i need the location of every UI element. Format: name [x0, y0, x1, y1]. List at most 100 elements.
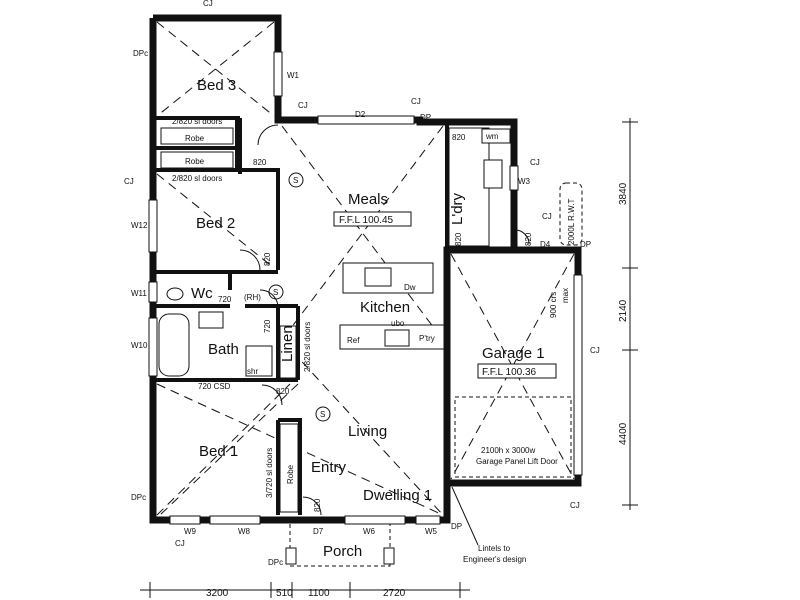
door-width-720: 720 [218, 295, 232, 304]
rh-note: (RH) [244, 293, 261, 302]
tag-w10: W10 [131, 341, 148, 350]
sl-doors-note: 2/820 sl doors [303, 322, 312, 372]
door-width-820: 820 [313, 498, 322, 512]
dim-right: 2140 [618, 299, 629, 322]
door-width-820: 820 [276, 387, 290, 396]
ubo-label: ubo [391, 319, 405, 328]
smoke-detector-icon [288, 172, 304, 188]
washing-machine [481, 128, 511, 144]
door-width-820: 820 [524, 232, 533, 246]
tag-dp: DP [580, 240, 591, 249]
window-w10 [148, 317, 158, 377]
crs-label: 900 crs [549, 292, 558, 318]
dishwasher-label: Dw [404, 283, 416, 292]
windows [148, 51, 583, 525]
garage-side-wall-marks [573, 274, 583, 476]
laundry-tub [483, 159, 503, 189]
garage-ffl-box [477, 363, 557, 379]
tag-dp: DP [451, 522, 462, 531]
porch-outline [289, 524, 391, 567]
tag-cj: CJ [175, 539, 185, 548]
laundry-floor [448, 127, 490, 247]
tag-cj: CJ [298, 101, 308, 110]
tag-w5: W5 [425, 527, 438, 536]
sl-doors-note: 2/820 sl doors [172, 174, 222, 183]
tag-dpc: DPc [133, 49, 148, 58]
room-porch: Porch [323, 543, 362, 560]
csd-note: 720 CSD [198, 382, 231, 391]
robe-label: Robe [286, 464, 295, 484]
tag-w12: W12 [131, 221, 148, 230]
tag-dpc: DPc [131, 493, 146, 502]
kitchen-sink [364, 267, 392, 287]
room-living: Living [348, 423, 387, 440]
linen-cupboard [279, 325, 297, 379]
door-width-820: 820 [253, 158, 267, 167]
room-wc: Wc [191, 285, 213, 302]
window-w9 [169, 515, 201, 525]
lintels-note: Lintels to [478, 544, 511, 553]
door-width-820: 820 [263, 252, 272, 266]
dimension-lines: 3200 510 1100 2720 3840 2140 4400 [140, 118, 638, 599]
tag-cj: CJ [530, 158, 540, 167]
window-w8 [209, 515, 261, 525]
max-label: max [561, 288, 570, 303]
toilet [166, 287, 184, 301]
tag-w9: W9 [184, 527, 197, 536]
tag-cj: CJ [542, 212, 552, 221]
dim-bottom: 3200 [206, 588, 229, 599]
meals-ffl-box [333, 211, 412, 227]
tag-w3: W3 [518, 177, 531, 186]
smoke-detectors: S S S [268, 172, 331, 422]
sl-doors-note: 2/820 sl doors [172, 117, 222, 126]
door-width-820: 820 [452, 133, 466, 142]
room-linen: Linen [279, 325, 296, 362]
dim-bottom: 2720 [383, 588, 406, 599]
tag-d7: D7 [313, 527, 324, 536]
garage-door-type: Garage Panel Lift Door [476, 457, 558, 466]
tag-dpc: DPc [268, 558, 283, 567]
tag-w1: W1 [287, 71, 300, 80]
shower-label: shr [247, 367, 258, 376]
cooktop [384, 329, 410, 347]
robe-label: Robe [185, 157, 205, 166]
room-laundry: L'dry [449, 192, 466, 225]
rainwater-tank [559, 182, 583, 246]
shower [245, 345, 273, 377]
robe-bed3 [160, 127, 234, 145]
room-kitchen: Kitchen [360, 299, 410, 316]
tag-d4: D4 [540, 240, 551, 249]
dim-right: 4400 [618, 422, 629, 445]
tag-w8: W8 [238, 527, 251, 536]
tag-dp: DP [420, 113, 431, 122]
window-d2 [317, 115, 415, 125]
pantry-label: P'try [419, 334, 435, 343]
room-dwelling: Dwelling 1 [363, 487, 432, 504]
porch-post-left [285, 547, 297, 565]
tag-cj: CJ [124, 177, 134, 186]
room-bath: Bath [208, 341, 239, 358]
bathtub [158, 313, 190, 377]
vanity [198, 311, 224, 329]
robe-bed1 [279, 423, 299, 513]
sl-doors-note: 3/720 sl doors [265, 448, 274, 498]
window-w3 [509, 165, 519, 191]
window-w12 [148, 199, 158, 253]
tag-cj: CJ [203, 0, 213, 8]
tag-cj: CJ [590, 346, 600, 355]
room-bed3: Bed 3 [197, 77, 236, 94]
rwt-label: 2000L R.W.T [567, 198, 576, 245]
smoke-label: S [293, 176, 298, 185]
room-garage: Garage 1 [482, 345, 545, 362]
door-width-720: 720 [263, 319, 272, 333]
wm-label: wm [485, 132, 499, 141]
tag-cj: CJ [411, 97, 421, 106]
room-bed2: Bed 2 [196, 215, 235, 232]
room-bed1: Bed 1 [199, 443, 238, 460]
window-w6 [344, 515, 406, 525]
porch-post-right [383, 547, 395, 565]
dim-bottom: 510 [276, 588, 293, 599]
room-meals: Meals [348, 191, 388, 208]
meals-ffl: F.F.L 100.45 [339, 215, 394, 226]
